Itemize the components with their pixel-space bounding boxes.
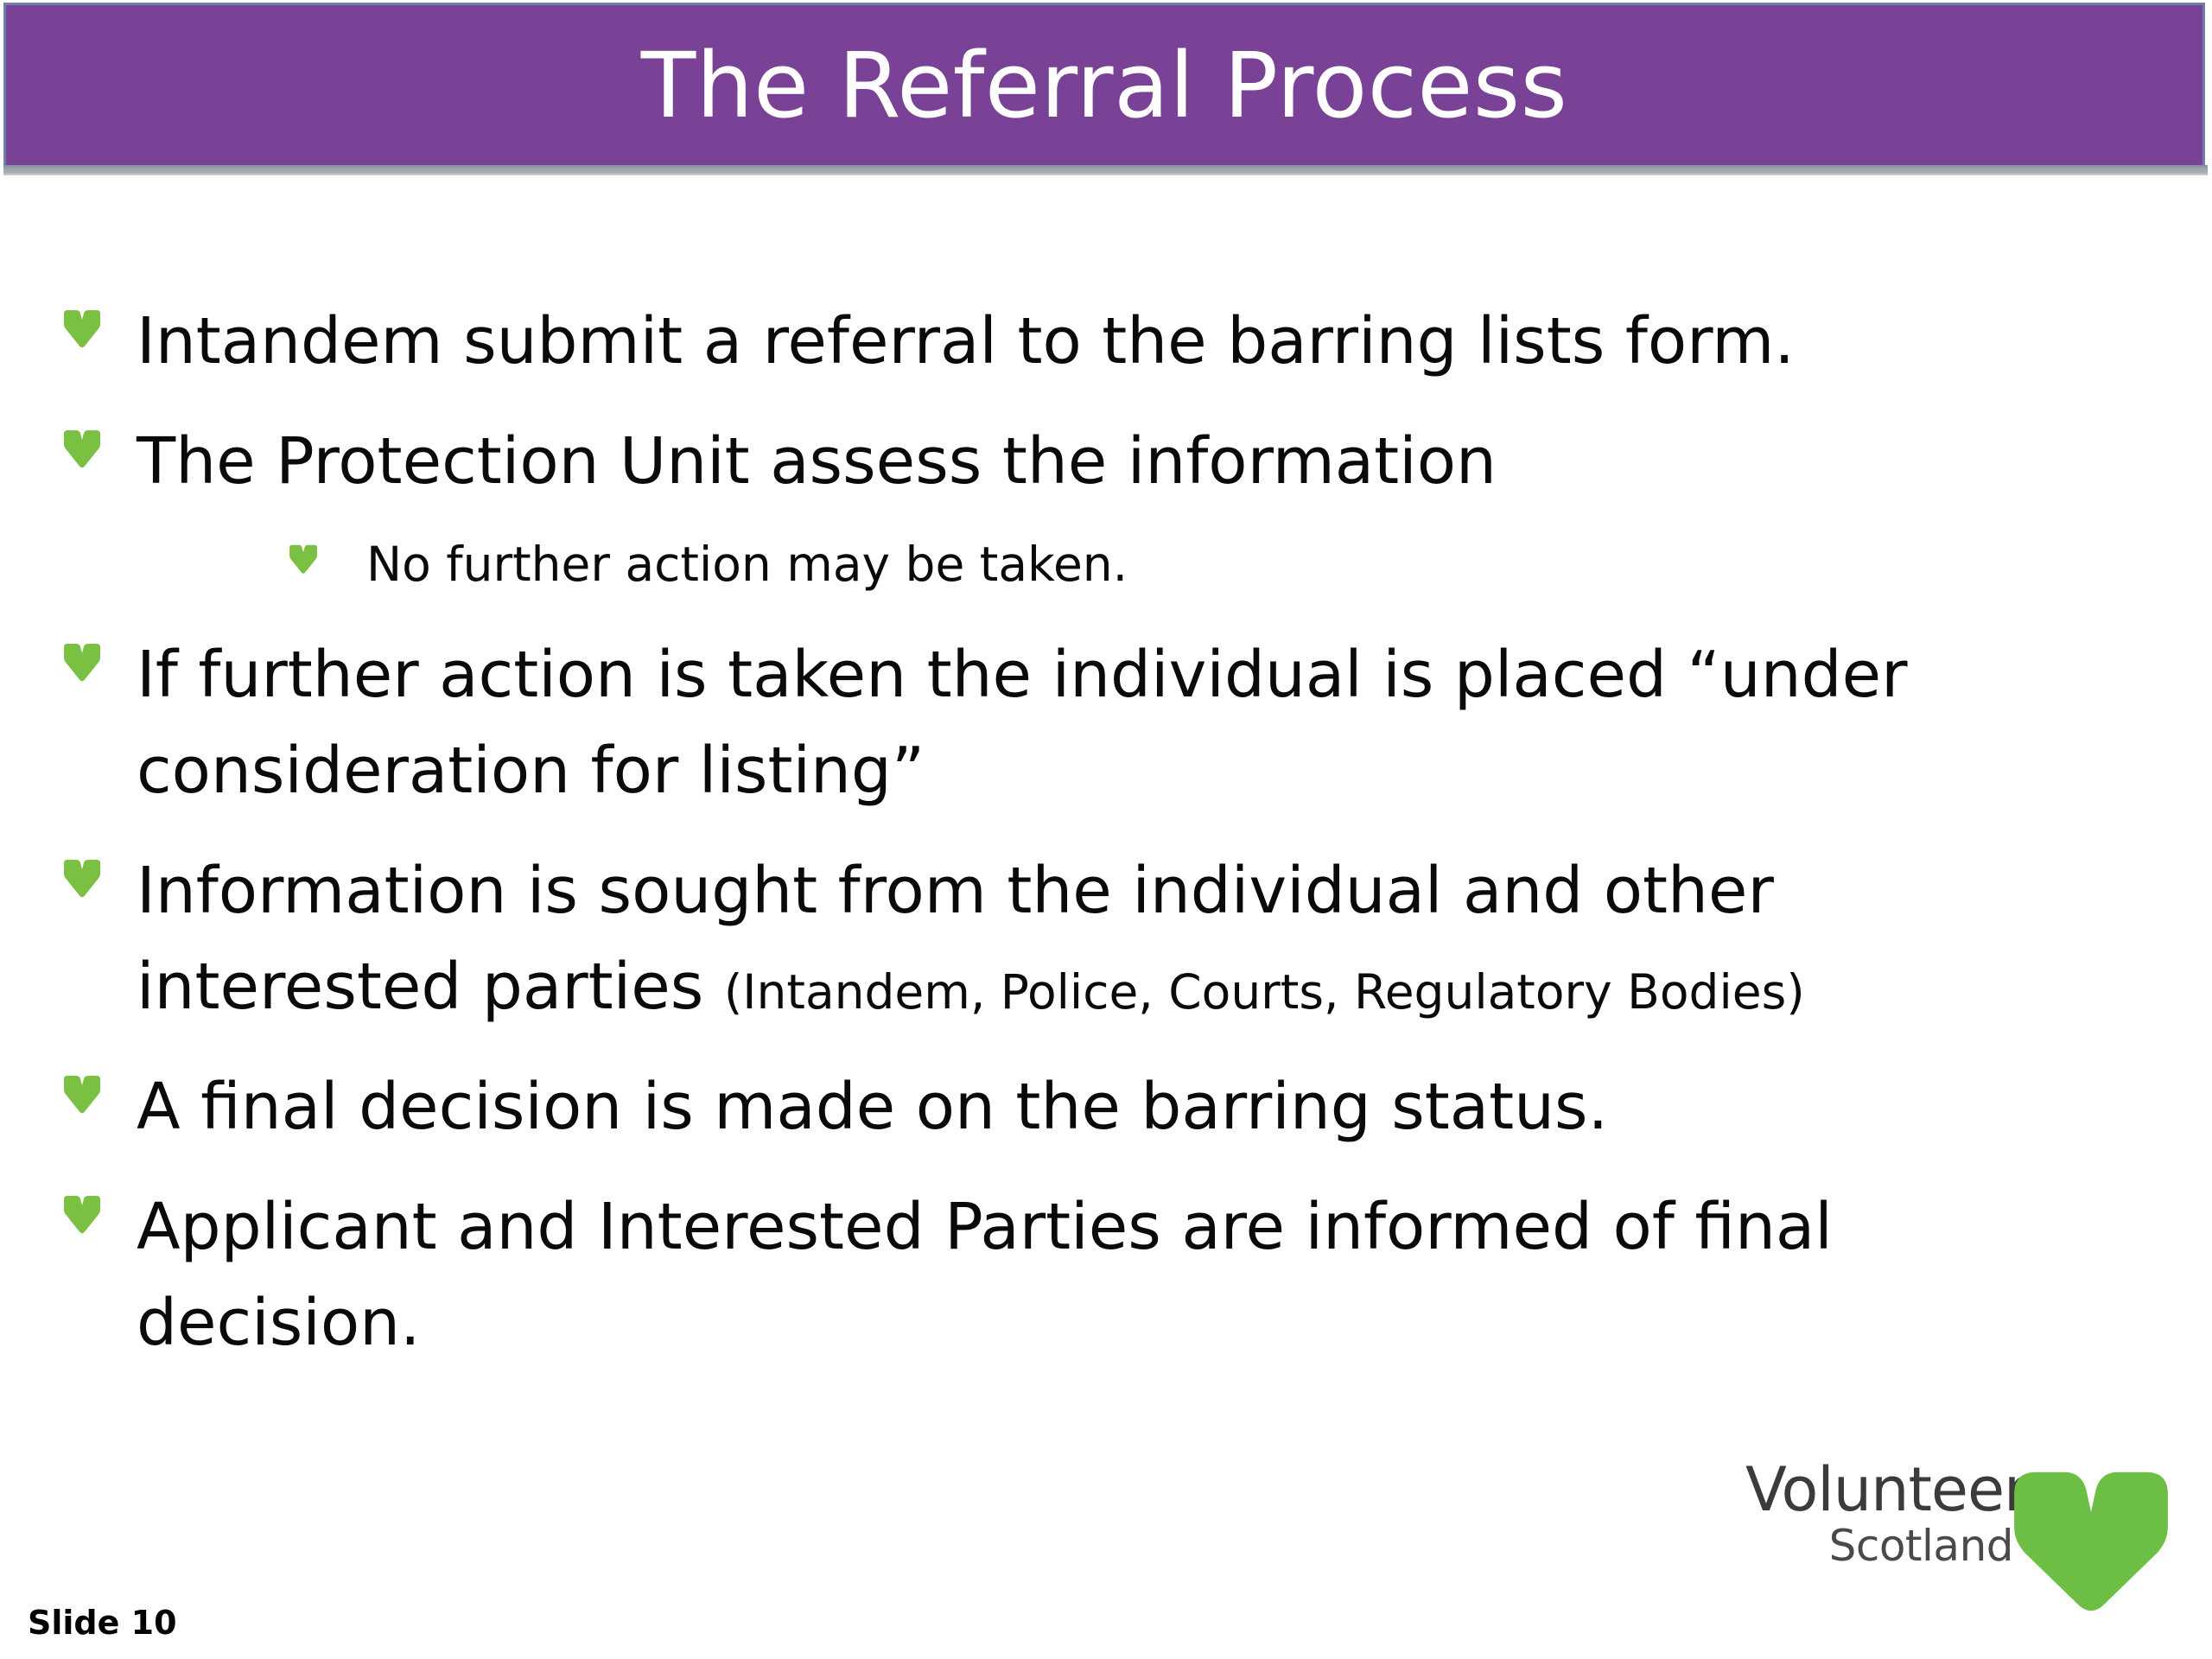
list-item-note: (Intandem, Police, Courts, Regulatory Bo…	[723, 963, 1805, 1020]
list-item: Intandem submit a referral to the barrin…	[0, 294, 2212, 390]
list-item-sub: No further action may be taken.	[0, 534, 2212, 596]
slide-header-banner: The Referral Process	[3, 3, 2205, 165]
heart-bullet-icon	[60, 1195, 104, 1235]
volunteer-scotland-logo: Volunteer Scotland	[1745, 1454, 2195, 1620]
list-item-text: If further action is taken the individua…	[137, 637, 1908, 808]
list-item: The Protection Unit assess the informati…	[0, 414, 2212, 510]
slide-number: Slide 10	[28, 1604, 177, 1642]
list-item-text: A final decision is made on the barring …	[137, 1069, 1609, 1144]
page-title: The Referral Process	[640, 32, 1568, 138]
logo-text-volunteer: Volunteer	[1745, 1454, 2029, 1525]
heart-bullet-icon	[60, 429, 104, 469]
list-item: Information is sought from the individua…	[0, 843, 2212, 1035]
heart-bullet-icon	[60, 643, 104, 683]
header-shadow-divider	[3, 165, 2208, 175]
heart-bullet-icon	[60, 309, 104, 349]
heart-bullet-icon	[287, 544, 320, 575]
heart-bullet-icon	[60, 1075, 104, 1115]
list-item-text: No further action may be taken.	[366, 537, 1128, 592]
list-item-text: Information is sought from the individua…	[137, 853, 1805, 1024]
list-item: Applicant and Interested Parties are inf…	[0, 1179, 2212, 1371]
list-item: If further action is taken the individua…	[0, 627, 2212, 819]
list-item: A final decision is made on the barring …	[0, 1059, 2212, 1155]
volunteer-scotland-heart-icon	[2005, 1467, 2177, 1614]
logo-wordmark: Volunteer Scotland	[1745, 1454, 2029, 1571]
list-item-text: Applicant and Interested Parties are inf…	[137, 1189, 1833, 1360]
logo-text-scotland: Scotland	[1828, 1520, 2014, 1571]
list-item-text: The Protection Unit assess the informati…	[137, 424, 1497, 499]
heart-bullet-icon	[60, 859, 104, 899]
bullet-list: Intandem submit a referral to the barrin…	[0, 294, 2212, 1395]
list-item-text: Intandem submit a referral to the barrin…	[137, 304, 1795, 378]
